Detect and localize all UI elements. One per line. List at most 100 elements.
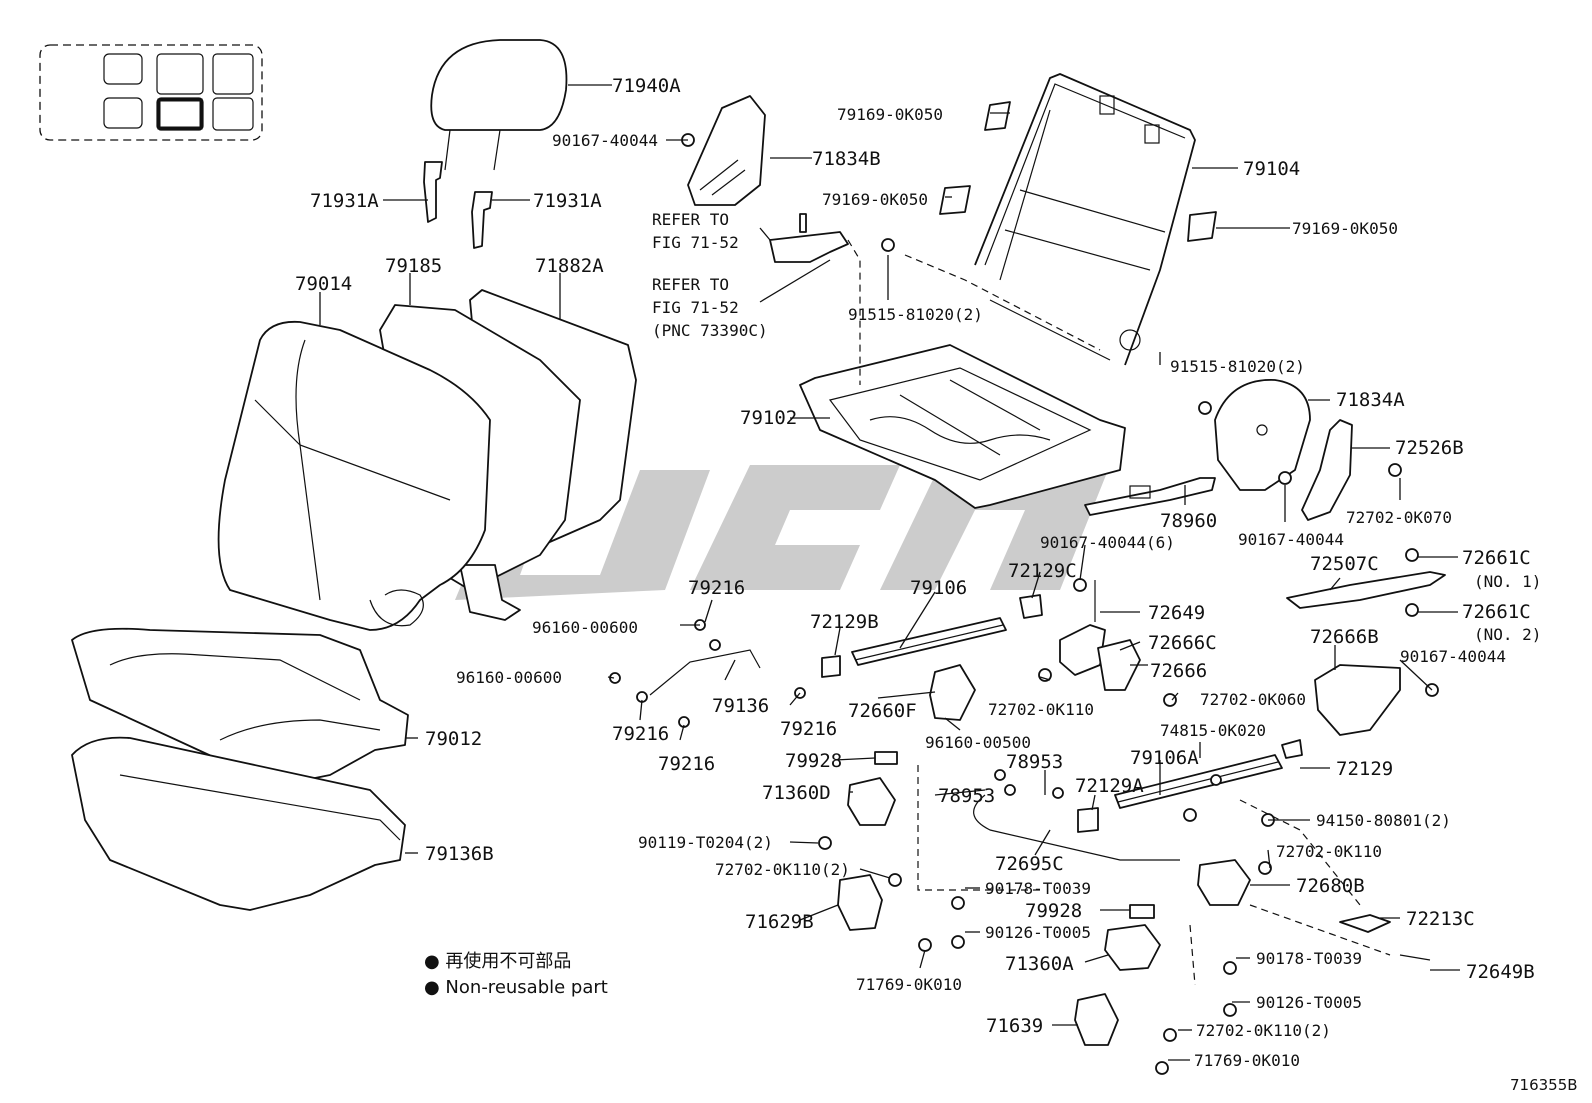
reclining-cover-71834A <box>1214 379 1311 491</box>
label-72129B: 72129B <box>810 611 879 633</box>
label-71834A: 71834A <box>1336 389 1405 411</box>
label-72695C: 72695C <box>995 853 1064 875</box>
cover-71639 <box>1074 993 1119 1046</box>
label-79216-b: 79216 <box>612 723 669 745</box>
label-72507C: 72507C <box>1310 553 1379 575</box>
label-71882A: 71882A <box>535 255 604 277</box>
label-79185: 79185 <box>385 255 442 277</box>
cover-71629B <box>837 874 883 931</box>
label-94150-80801: 94150-80801(2) <box>1316 811 1451 830</box>
label-79169-b: 79169-0K050 <box>822 190 928 209</box>
label-72702-0K060: 72702-0K060 <box>1200 690 1306 709</box>
label-79104: 79104 <box>1243 158 1300 180</box>
label-71360D: 71360D <box>762 782 831 804</box>
seat-track-79106A <box>1114 754 1283 809</box>
label-96160-00600-a: 96160-00600 <box>532 618 638 637</box>
label-74815-0K020: 74815-0K020 <box>1160 721 1266 740</box>
label-72666: 72666 <box>1150 660 1207 682</box>
figure-number: 716355B <box>1510 1076 1578 1094</box>
assembly-lines <box>847 239 1391 986</box>
label-78960: 78960 <box>1160 510 1217 532</box>
label-79102: 79102 <box>740 407 797 429</box>
label-90167-40044-6: 90167-40044(6) <box>1040 533 1175 552</box>
label-79106: 79106 <box>910 577 967 599</box>
label-72680B: 72680B <box>1296 875 1365 897</box>
label-71639: 71639 <box>986 1015 1043 1037</box>
seatback-frame <box>974 73 1196 366</box>
label-71931A-right: 71931A <box>533 190 602 212</box>
cover-clip-1 <box>984 101 1011 131</box>
leader-lines <box>319 84 1460 1061</box>
seat-belt-buckle <box>769 213 849 263</box>
legend: ● 再使用不可部品 ● Non-reusable part <box>424 951 608 998</box>
label-79216-d: 79216 <box>658 753 715 775</box>
label-71629B: 71629B <box>745 911 814 933</box>
label-79928-a: 79928 <box>785 750 842 772</box>
label-79169-c: 79169-0K050 <box>1292 219 1398 238</box>
label-90167-40044-b: 90167-40044 <box>1238 530 1344 549</box>
cable-72695C <box>973 794 1180 861</box>
label-91515-b: 91515-81020(2) <box>1170 357 1305 376</box>
seat-cushion-frame <box>799 344 1126 509</box>
label-96160-00600-b: 96160-00600 <box>456 668 562 687</box>
label-90178-T0039-b: 90178-T0039 <box>1256 949 1362 968</box>
label-79014: 79014 <box>295 273 352 295</box>
label-90167-40044-c: 90167-40044 <box>1400 647 1506 666</box>
label-79216-c: 79216 <box>780 718 837 740</box>
label-78953-b: 78953 <box>938 785 995 807</box>
label-72666B: 72666B <box>1310 626 1379 648</box>
label-72702-0K070: 72702-0K070 <box>1346 508 1452 527</box>
label-72661C-2-note: (NO. 2) <box>1474 625 1541 644</box>
seat-locator-inset <box>39 44 263 141</box>
label-91515-a: 91515-81020(2) <box>848 305 983 324</box>
lock-71360A <box>1104 924 1161 971</box>
adjuster-72660F <box>929 664 976 721</box>
label-71834B: 71834B <box>812 148 881 170</box>
label-79012: 79012 <box>425 728 482 750</box>
lock-71360D <box>847 777 896 826</box>
label-71769-0K010-b: 71769-0K010 <box>1194 1051 1300 1070</box>
label-72702-0K110-b: 72702-0K110 <box>1276 842 1382 861</box>
label-79136B: 79136B <box>425 843 494 865</box>
label-72666C: 72666C <box>1148 632 1217 654</box>
label-90119-T0204: 90119-T0204(2) <box>638 833 773 852</box>
label-72661C-2: 72661C <box>1462 601 1531 623</box>
headrest-guide-right <box>471 191 493 249</box>
label-90126-T0005-a: 90126-T0005 <box>985 923 1091 942</box>
leg-covers-72666 <box>1059 624 1141 691</box>
label-90126-T0005-b: 90126-T0005 <box>1256 993 1362 1012</box>
label-72661C-1: 72661C <box>1462 547 1531 569</box>
seat-track-79106 <box>851 617 1007 666</box>
label-71931A-left: 71931A <box>310 190 379 212</box>
label-72702-0K110-2b: 72702-0K110(2) <box>1196 1021 1331 1040</box>
label-79169-a: 79169-0K050 <box>837 105 943 124</box>
lock-72680B <box>1197 859 1251 906</box>
handle-72213C <box>1339 914 1391 933</box>
lock-belt-78960 <box>1084 477 1216 516</box>
label-72129C: 72129C <box>1008 560 1077 582</box>
label-96160-00500: 96160-00500 <box>925 733 1031 752</box>
label-72649B: 72649B <box>1466 961 1535 983</box>
legend-line-japanese: ● 再使用不可部品 <box>424 951 571 972</box>
label-72660F: 72660F <box>848 700 917 722</box>
label-79928-b: 79928 <box>1025 900 1082 922</box>
label-72526B: 72526B <box>1395 437 1464 459</box>
track-end-72129B <box>821 655 841 678</box>
reclining-cover-71834B <box>687 95 766 206</box>
label-72661C-1-note: (NO. 1) <box>1474 572 1541 591</box>
cover-72526B <box>1301 419 1353 521</box>
label-71769-0K010-a: 71769-0K010 <box>856 975 962 994</box>
label-78953-a: 78953 <box>1006 751 1063 773</box>
refer-note-1-line2: FIG 71-52 <box>652 233 739 252</box>
seatback-assembly <box>217 320 491 631</box>
label-79106A: 79106A <box>1130 747 1199 769</box>
legend-line-english: ● Non-reusable part <box>424 977 608 998</box>
label-72129: 72129 <box>1336 758 1393 780</box>
cover-clip-2 <box>939 185 971 215</box>
label-72129A: 72129A <box>1075 775 1144 797</box>
label-71940A: 71940A <box>612 75 681 97</box>
label-79216-a: 79216 <box>688 577 745 599</box>
cover-clip-3 <box>1187 211 1217 242</box>
headrest-guide-left <box>423 161 443 223</box>
